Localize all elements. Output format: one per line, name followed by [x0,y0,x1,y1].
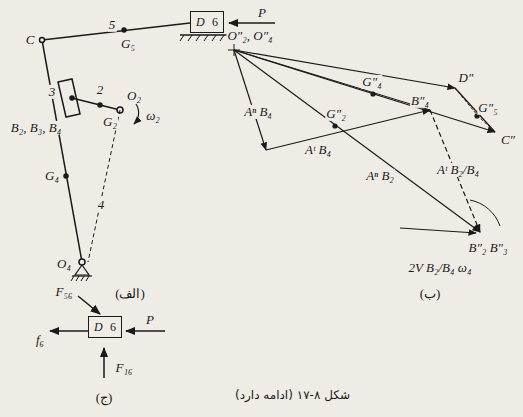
drawing-line [50,330,88,332]
part-label: F₁₆ [115,361,134,375]
part-label: 3 [48,85,57,99]
part-label: 5 [108,18,117,32]
part-label: f₆ [35,333,45,347]
part-label: G₂ [102,115,118,129]
drawing-line [42,40,82,262]
part-label: Aᵗ B₄ [304,143,332,157]
drawing-path [71,276,89,281]
drawing-line [234,44,235,56]
drawing-circle [98,103,102,107]
drawing-line [229,22,275,24]
part-label: (ج) [95,391,114,405]
part-label: G″₅ [477,101,498,115]
drawing-circle [122,28,126,32]
drawing-line [234,50,430,110]
drawing-line [126,330,165,332]
drawing-circle [40,38,45,43]
part-label: G₅ [120,37,136,51]
part-label: P [257,6,267,20]
block-text: D [94,321,103,333]
drawing-line [234,50,455,88]
part-label: 2V B₂/B₄ ω₄ [408,261,473,275]
drawing-path [470,200,500,226]
part-label: G₄ [44,169,60,183]
drawing-line [78,296,100,314]
drawing-polygon [75,265,89,275]
part-label: ω₂ [145,109,161,123]
part-label: O₄ [56,257,72,271]
block-text: D [196,16,205,28]
slider-block: D6 [88,316,122,338]
drawing-line [88,110,120,262]
part-label: (الف) [114,287,146,301]
drawing-circle [64,174,68,178]
drawing-g [40,23,501,378]
part-label: P [145,313,155,327]
part-label: 2 [96,83,105,97]
drawing-line [103,348,105,378]
part-label: G″₄ [361,75,382,89]
drawing-line [234,50,266,150]
part-label: D″ [458,71,475,85]
part-label: C [25,33,36,47]
part-label: B″₄ [410,94,430,108]
block-text: 6 [110,321,116,333]
drawing-line [234,50,495,132]
drawing-circle [371,92,375,96]
block-text: 6 [212,16,218,28]
drawing-line [234,50,480,232]
drawing-polygon [58,79,80,117]
drawing-g [228,44,500,233]
drawing-path [134,104,139,124]
part-label: Aⁿ B₂ [365,169,395,183]
part-label: B₂, B₃, B₄ [10,121,62,135]
part-label: O₂ [126,89,142,103]
drawing-line [400,228,476,233]
part-label: Aᵗ B₂/B₄ [436,163,480,177]
slider-block: D6 [190,11,224,33]
drawing-line [72,98,120,110]
drawing-line [430,110,480,232]
part-label: Aⁿ B₄ [243,105,273,119]
drawing-line [266,110,430,150]
part-label: G″₂ [325,107,346,121]
part-label: C″ [500,133,516,147]
drawing-circle [333,124,337,128]
part-label: (ب) [419,287,442,301]
part-label: O″₂, O″₄ [226,29,273,43]
part-label: F₅₆ [55,285,74,299]
part-label: B″₂ B″₃ [468,241,509,255]
figure-caption: شکل ۸-۱۷ (ادامه دارد) [235,388,350,402]
drawing-circle [70,96,74,100]
part-label: 4 [97,198,106,212]
